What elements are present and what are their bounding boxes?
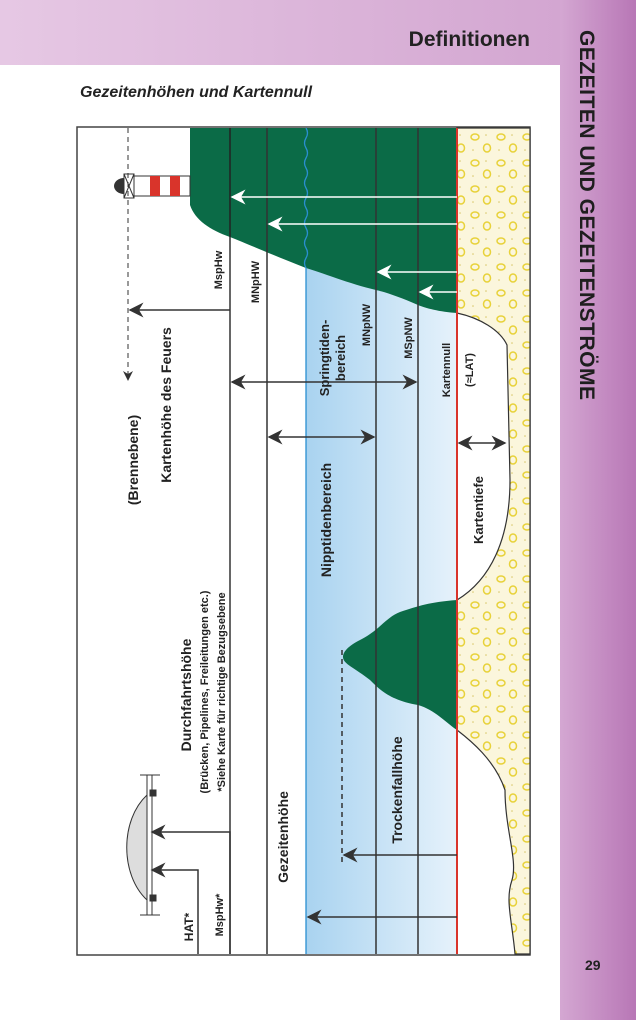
- label-mspnw: MSpNW: [403, 317, 415, 359]
- label-msphw-star: MspHw*: [214, 893, 226, 937]
- drying-bank: [343, 600, 457, 730]
- label-kartentiefe: Kartentiefe: [471, 476, 486, 544]
- label-kartenhoehe: Kartenhöhe des Feuers: [158, 327, 174, 483]
- label-durchfahrt-note: *Siehe Karte für richtige Bezugsebene: [216, 592, 228, 791]
- lighthouse-icon: [114, 173, 191, 199]
- label-lat: (≈LAT): [464, 353, 476, 387]
- label-mnphw: MNpHW: [250, 260, 262, 303]
- section-title: Definitionen: [408, 28, 530, 51]
- measure-arrows: [128, 302, 507, 954]
- label-nipptiden: Nipptidenbereich: [318, 463, 334, 577]
- label-brennebene: (Brennebene): [125, 415, 141, 505]
- label-durchfahrt: Durchfahrtshöhe: [178, 638, 194, 751]
- label-msphw: MspHw: [213, 250, 225, 289]
- label-trockenfall: Trockenfallhöhe: [389, 736, 405, 844]
- page-number: 29: [585, 957, 601, 973]
- label-durchfahrt-sub: (Brücken, Pipelines, Freileitungen etc.): [199, 590, 211, 793]
- bridge-icon: [126, 774, 160, 916]
- label-mnpnw: MNpNW: [361, 303, 373, 346]
- label-springtiden-2: bereich: [333, 335, 348, 381]
- white-arrows: [230, 189, 457, 300]
- side-tab: [560, 0, 636, 1020]
- header-band: Definitionen: [0, 0, 560, 65]
- water-surface-line: [303, 127, 309, 954]
- figure-title: Gezeitenhöhen und Kartennull: [80, 84, 313, 101]
- label-gezeitenhoehe: Gezeitenhöhe: [275, 791, 291, 883]
- label-kartennull: Kartennull: [441, 343, 453, 397]
- label-hat: HAT*: [182, 912, 196, 941]
- label-springtiden-1: Springtiden-: [317, 320, 332, 397]
- seabed-sand: [456, 127, 531, 955]
